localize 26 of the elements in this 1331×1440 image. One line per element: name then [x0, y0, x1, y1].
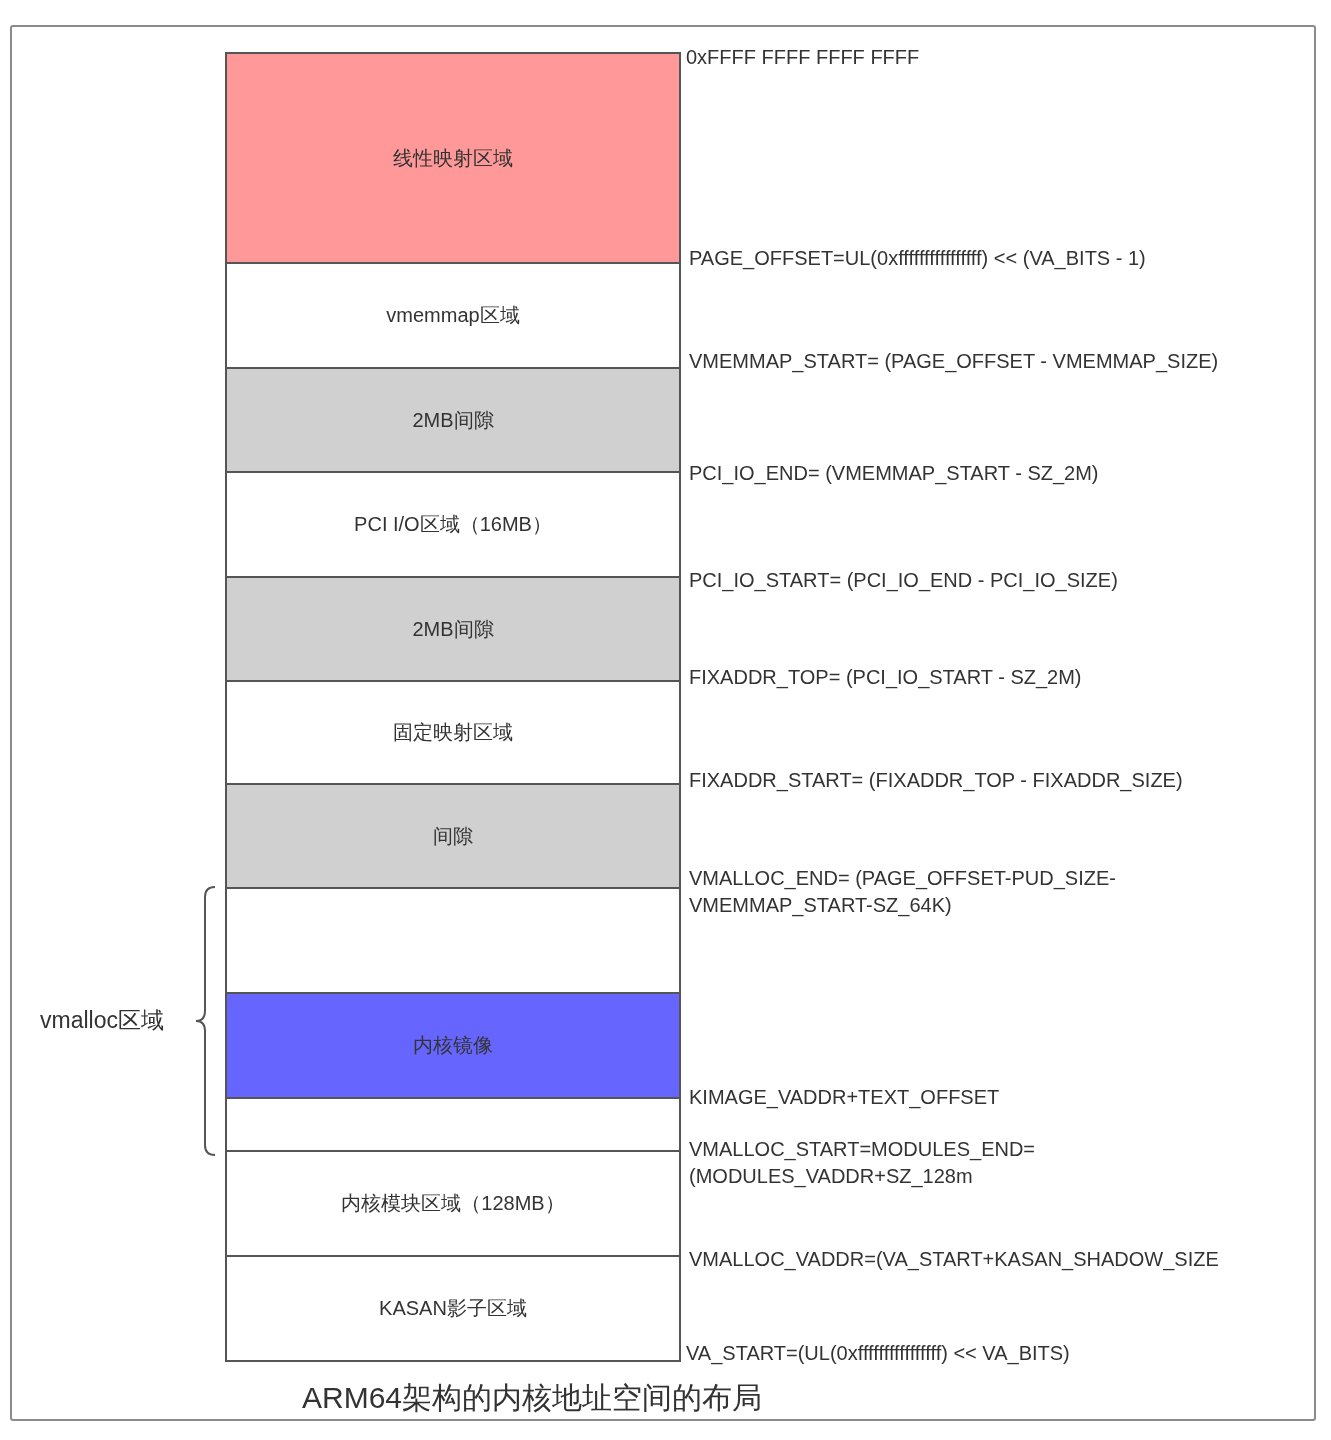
address-label: VMALLOC_END= (PAGE_OFFSET-PUD_SIZE- VMEMMAP_START-SZ_64K): [689, 866, 1117, 919]
address-label: FIXADDR_START= (FIXADDR_TOP - FIXADDR_SIZE): [689, 768, 1183, 794]
address-label: KIMAGE_VADDR+TEXT_OFFSET: [689, 1085, 1000, 1111]
address-label: PAGE_OFFSET=UL(0xffffffffffffffff) << (VA_BITS - 1): [689, 246, 1146, 272]
address-label: PCI_IO_END= (VMEMMAP_START - SZ_2M): [689, 461, 1099, 487]
memory-region-band: 内核镜像: [225, 992, 681, 1099]
memory-region-band: [225, 1097, 681, 1152]
address-label: VA_START=(UL(0xffffffffffffffff) << VA_BITS): [686, 1341, 1070, 1367]
memory-region-band: PCI I/O区域（16MB）: [225, 471, 681, 578]
memory-region-band: KASAN影子区域: [225, 1255, 681, 1362]
address-label: PCI_IO_START= (PCI_IO_END - PCI_IO_SIZE): [689, 568, 1118, 594]
address-label: VMALLOC_START=MODULES_END= (MODULES_VADDR+SZ_128m: [689, 1137, 1037, 1190]
memory-region-band: 内核模块区域（128MB）: [225, 1150, 681, 1257]
address-label: VMEMMAP_START= (PAGE_OFFSET - VMEMMAP_SIZE): [689, 349, 1219, 375]
address-label: FIXADDR_TOP= (PCI_IO_START - SZ_2M): [689, 665, 1082, 691]
memory-region-band: 线性映射区域: [225, 52, 681, 264]
memory-region-band: 固定映射区域: [225, 680, 681, 785]
memory-region-band: 间隙: [225, 783, 681, 889]
memory-region-band: 2MB间隙: [225, 576, 681, 682]
memory-region-band: [225, 887, 681, 994]
address-label: 0xFFFF FFFF FFFF FFFF: [686, 45, 920, 70]
memory-region-band: 2MB间隙: [225, 367, 681, 473]
address-label: VMALLOC_VADDR=(VA_START+KASAN_SHADOW_SIZE: [689, 1247, 1219, 1273]
region-label: vmalloc区域: [40, 1007, 164, 1034]
caption: ARM64架构的内核地址空间的布局: [302, 1380, 763, 1416]
memory-region-band: vmemmap区域: [225, 262, 681, 369]
